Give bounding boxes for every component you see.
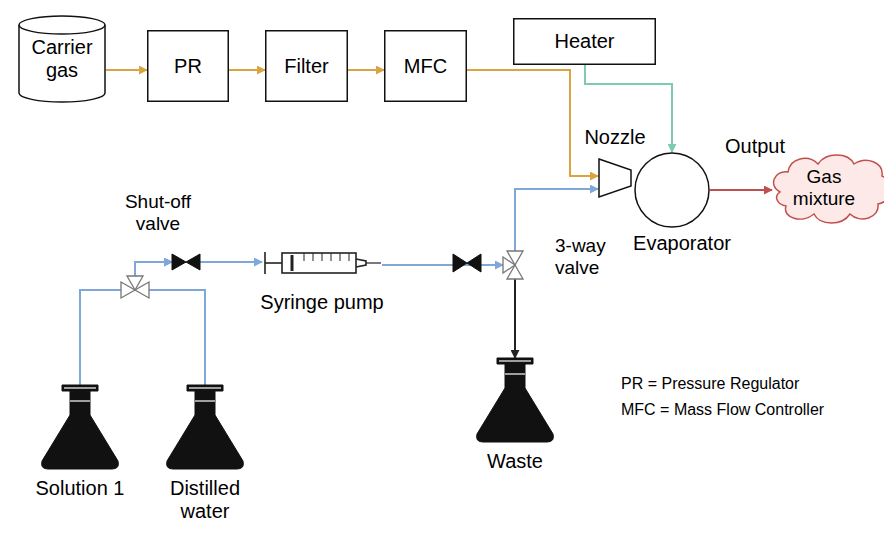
graduation xyxy=(331,253,332,261)
node-label: MFC xyxy=(404,55,447,78)
node-label: PR xyxy=(174,55,202,78)
flask-band xyxy=(195,400,215,401)
process-box: Filter xyxy=(265,30,348,102)
node-label: Nozzle xyxy=(575,126,655,149)
valve-bowtie xyxy=(172,254,200,270)
node-label: Shut-off valve xyxy=(112,191,204,235)
flow-connector xyxy=(514,279,516,358)
process-box: PR xyxy=(147,30,229,102)
node-label: Carrier gas xyxy=(24,36,100,82)
flow-connector xyxy=(135,262,205,385)
graduation xyxy=(304,253,305,261)
flask-outline xyxy=(40,385,120,470)
box-outline xyxy=(148,31,229,102)
gas-cylinder: Carrier gas xyxy=(18,15,106,103)
flask: Solution 1 xyxy=(40,385,120,470)
three-way-valve: 3-way valve xyxy=(503,251,527,279)
circle-outline xyxy=(635,153,709,227)
flask-body xyxy=(42,385,119,469)
circle-outline xyxy=(634,152,710,228)
three-way-valve-symbol xyxy=(121,276,149,298)
valve-triangle xyxy=(507,265,523,279)
needle xyxy=(366,262,381,263)
node-label: Solution 1 xyxy=(30,477,130,500)
flow-connector xyxy=(106,69,147,71)
box-outline xyxy=(385,31,467,102)
syringe-drawing xyxy=(265,252,381,274)
flask-rim xyxy=(499,360,531,361)
flow-connector xyxy=(710,189,772,191)
flow-connector xyxy=(467,70,598,176)
box-outline xyxy=(266,31,348,102)
syringe-tip xyxy=(356,259,366,267)
nozzle-symbol: Nozzle xyxy=(598,158,632,198)
valve-outline xyxy=(172,253,200,271)
flask-band xyxy=(505,373,525,374)
tri3-outline xyxy=(503,251,527,279)
legend-note: MFC = Mass Flow Controller xyxy=(621,401,824,419)
flask-body xyxy=(167,385,244,469)
nozzle-outline xyxy=(598,158,632,198)
plunger-seal xyxy=(291,255,294,271)
flask: Distilled water xyxy=(165,385,245,470)
legend-note: PR = Pressure Regulator xyxy=(621,375,799,393)
node-label: 3-way valve xyxy=(555,235,627,279)
node-label: Evaporator xyxy=(632,232,732,255)
cylinder-top xyxy=(19,16,105,34)
flow-connector xyxy=(200,261,262,263)
flow-connector xyxy=(229,69,265,71)
process-box: MFC xyxy=(384,30,467,102)
evaporator-circle: Evaporator xyxy=(634,152,710,228)
node-label: Gas mixture xyxy=(776,166,872,210)
flask-body xyxy=(477,358,554,442)
graduation xyxy=(340,253,341,261)
node-label: Distilled water xyxy=(155,477,255,523)
shutoff-valve: Shut-off valve xyxy=(172,253,200,271)
flask: Waste xyxy=(475,358,555,443)
flow-connector xyxy=(348,69,384,71)
flow-connector xyxy=(382,264,503,266)
graduation xyxy=(322,253,323,261)
flask-outline xyxy=(475,358,555,443)
barrel xyxy=(282,253,356,273)
cloud-outline xyxy=(774,155,884,223)
node-label: Syringe pump xyxy=(247,291,397,314)
nozzle-outline xyxy=(599,159,631,197)
graduation xyxy=(313,253,314,261)
valve-triangle xyxy=(507,251,523,265)
node-label: Waste xyxy=(465,450,565,473)
box-outline xyxy=(514,19,656,65)
flask-rim xyxy=(189,387,221,388)
cylinder-body xyxy=(19,25,105,102)
node-label: Output xyxy=(718,135,792,158)
flask-rim xyxy=(64,387,96,388)
node-label: Filter xyxy=(284,55,328,78)
syringe-pump: Syringe pump xyxy=(262,249,382,277)
node-label: Heater xyxy=(554,30,614,53)
shutoff-valve-symbol xyxy=(453,254,481,272)
flow-connector xyxy=(80,262,172,385)
graduation xyxy=(349,253,350,261)
output-cloud: OutputGas mixture xyxy=(772,152,884,224)
flask-band xyxy=(70,400,90,401)
flask-outline xyxy=(165,385,245,470)
process-box: Heater xyxy=(513,18,656,65)
syringe-outline xyxy=(262,249,382,277)
